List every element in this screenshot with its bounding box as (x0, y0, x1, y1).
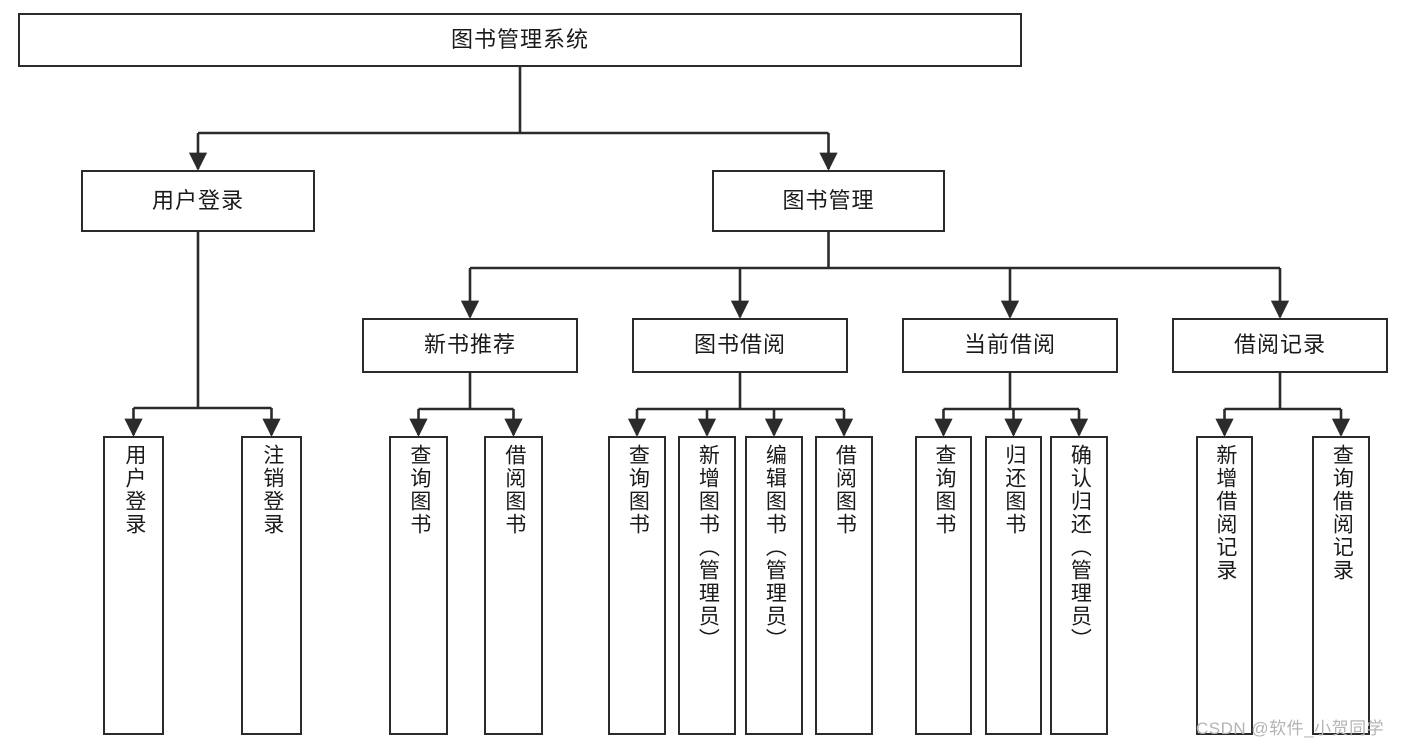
node-leaf-1[interactable]: 注销登录 (241, 436, 302, 735)
node-leaf-5[interactable]: 新增图书（管理员） (678, 436, 736, 735)
node-leaf-1-label: 注销登录 (260, 444, 284, 536)
node-leaf-12-label: 查询借阅记录 (1330, 444, 1354, 582)
node-leaf-3-label: 借阅图书 (502, 444, 526, 536)
node-leaf-2-label: 查询图书 (407, 444, 431, 536)
node-root-label: 图书管理系统 (450, 26, 589, 52)
csdn-watermark: CSDN @软件_小贺同学 (1196, 719, 1385, 738)
node-leaf-4-label: 查询图书 (626, 444, 650, 536)
node-level3-0[interactable]: 新书推荐 (362, 318, 578, 373)
node-leaf-8-label: 查询图书 (932, 444, 956, 536)
node-level3-3[interactable]: 借阅记录 (1172, 318, 1388, 373)
node-leaf-10[interactable]: 确认归还（管理员） (1050, 436, 1108, 735)
node-leaf-10-label: 确认归还（管理员） (1068, 444, 1092, 651)
node-level3-2-label: 当前借阅 (963, 332, 1056, 358)
node-level2-1[interactable]: 图书管理 (712, 170, 945, 232)
node-level3-1[interactable]: 图书借阅 (632, 318, 848, 373)
node-leaf-12[interactable]: 查询借阅记录 (1312, 436, 1370, 735)
node-leaf-6[interactable]: 编辑图书（管理员） (745, 436, 803, 735)
node-level2-0[interactable]: 用户登录 (81, 170, 315, 232)
node-leaf-0-label: 用户登录 (122, 444, 146, 536)
node-leaf-2[interactable]: 查询图书 (389, 436, 448, 735)
node-level3-1-label: 图书借阅 (693, 332, 786, 358)
node-leaf-9-label: 归还图书 (1002, 444, 1026, 536)
node-leaf-5-label: 新增图书（管理员） (696, 444, 720, 651)
node-leaf-7[interactable]: 借阅图书 (815, 436, 873, 735)
node-leaf-11[interactable]: 新增借阅记录 (1196, 436, 1253, 735)
node-leaf-4[interactable]: 查询图书 (608, 436, 666, 735)
node-level2-0-label: 用户登录 (151, 187, 244, 213)
node-leaf-6-label: 编辑图书（管理员） (763, 444, 787, 651)
node-level3-0-label: 新书推荐 (423, 332, 516, 358)
node-leaf-0[interactable]: 用户登录 (103, 436, 164, 735)
node-level2-1-label: 图书管理 (782, 187, 875, 213)
node-leaf-7-label: 借阅图书 (833, 444, 857, 536)
node-level3-3-label: 借阅记录 (1233, 332, 1326, 358)
node-level3-2[interactable]: 当前借阅 (902, 318, 1118, 373)
node-leaf-9[interactable]: 归还图书 (985, 436, 1042, 735)
node-root[interactable]: 图书管理系统 (18, 13, 1022, 67)
node-leaf-3[interactable]: 借阅图书 (484, 436, 543, 735)
node-leaf-8[interactable]: 查询图书 (915, 436, 972, 735)
node-leaf-11-label: 新增借阅记录 (1213, 444, 1237, 582)
